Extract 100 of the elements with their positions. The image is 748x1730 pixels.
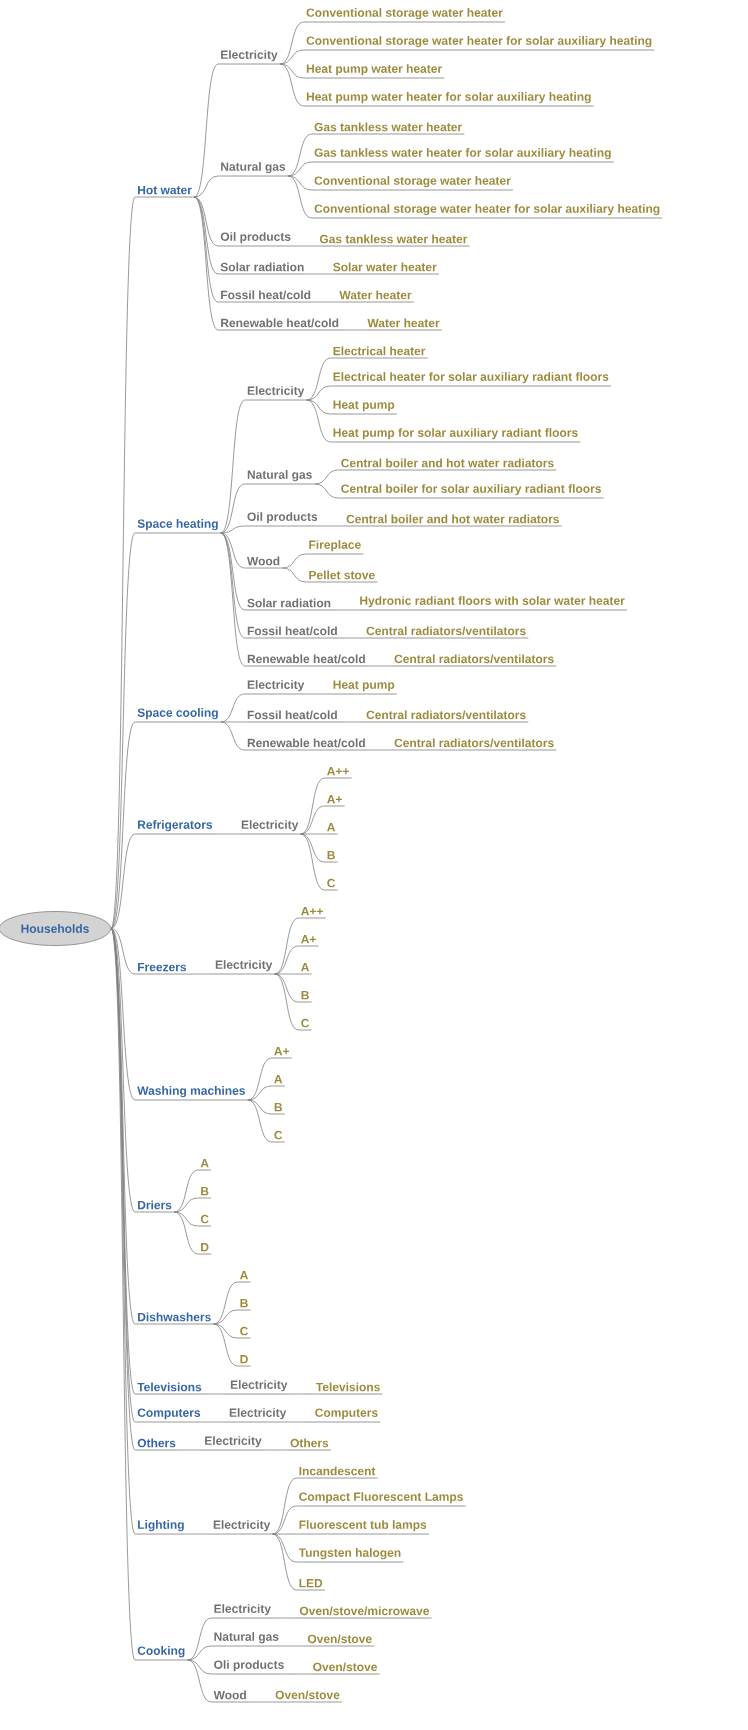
branch-line: [367, 665, 393, 667]
category-label: Hot water: [134, 185, 195, 198]
item-label: Heat pump water heater: [303, 64, 445, 79]
source-label: Natural gas: [244, 470, 315, 485]
source-label: Solar radiation: [217, 262, 307, 275]
item-label: A++: [298, 907, 327, 919]
branch-line: [272, 1533, 297, 1535]
branch-line: [110, 928, 136, 1661]
branch-line: [306, 399, 331, 443]
item-label: Compact Fluorescent Lamps: [296, 1492, 466, 1507]
item-label: Heat pump for solar auxiliary radiant floors: [330, 428, 581, 443]
source-label: Oli products: [211, 1660, 287, 1675]
branch-line: [187, 1645, 212, 1661]
item-label: A+: [324, 795, 346, 807]
item-label: Conventional storage water heater for solar auxiliary heating: [311, 204, 663, 219]
branch-line: [339, 637, 365, 639]
branch-line: [220, 721, 246, 723]
category-label: Others: [134, 1438, 179, 1451]
item-label: Oven/stove/microwave: [296, 1606, 433, 1619]
branch-line: [306, 357, 331, 401]
branch-line: [173, 1197, 199, 1213]
branch-line: [292, 245, 318, 247]
branch-line: [220, 721, 246, 751]
branch-line: [110, 928, 136, 1213]
item-label: Heat pump: [330, 680, 398, 695]
branch-line: [177, 1449, 203, 1451]
branch-line: [272, 1617, 298, 1619]
branch-line: [274, 973, 299, 1003]
source-label: Electricity: [244, 386, 307, 401]
source-label: Electricity: [201, 1436, 265, 1451]
branch-line: [280, 1645, 306, 1647]
branch-line: [274, 917, 299, 975]
branch-line: [247, 1057, 273, 1101]
item-label: Central radiators/ventilators: [363, 710, 529, 723]
branch-line: [300, 833, 325, 835]
branch-line: [202, 1421, 228, 1423]
branch-line: [300, 833, 325, 863]
branch-line: [286, 1673, 311, 1675]
branch-line: [213, 1323, 238, 1339]
branch-line: [274, 973, 299, 1031]
item-label: Conventional storage water heater for solar auxiliary heating: [303, 36, 655, 51]
source-label: Electricity: [227, 1380, 291, 1395]
branch-line: [281, 553, 307, 569]
source-label: Electricity: [244, 680, 307, 695]
branch-line: [214, 833, 240, 835]
item-label: A+: [271, 1047, 293, 1059]
branch-line: [279, 63, 305, 107]
source-label: Electricity: [226, 1408, 289, 1423]
item-label: Gas tankless water heater for solar auxiliary heating: [311, 148, 615, 163]
item-label: Hydronic radiant floors with solar water heater: [356, 596, 628, 611]
branch-line: [220, 532, 246, 569]
item-label: Water heater: [364, 318, 443, 331]
branch-line: [312, 301, 338, 303]
source-label: Wood: [211, 1690, 250, 1703]
source-label: Renewable heat/cold: [217, 318, 342, 331]
branch-line: [272, 1533, 297, 1563]
branch-line: [213, 1309, 238, 1325]
item-label: B: [271, 1103, 286, 1115]
category-label: Washing machines: [134, 1086, 249, 1101]
branch-line: [186, 1533, 212, 1535]
branch-line: [247, 1085, 273, 1101]
source-label: Electricity: [217, 50, 281, 65]
branch-line: [247, 1099, 273, 1143]
source-label: Fossil heat/cold: [217, 290, 314, 303]
item-label: A: [271, 1075, 286, 1087]
branch-line: [281, 567, 307, 583]
item-label: Electrical heater for solar auxiliary radiant floors: [330, 372, 612, 387]
item-label: Gas tankless water heater: [311, 122, 465, 135]
category-label: Space heating: [134, 519, 222, 534]
item-label: Computers: [312, 1408, 381, 1423]
item-label: C: [237, 1326, 251, 1339]
branch-line: [279, 49, 305, 65]
item-label: Central radiators/ventilators: [391, 654, 557, 667]
item-label: C: [197, 1214, 212, 1227]
item-label: B: [298, 991, 313, 1003]
source-label: Fossil heat/cold: [244, 710, 341, 723]
item-label: Oven/stove: [272, 1690, 343, 1703]
branch-line: [187, 1659, 212, 1703]
branch-line: [306, 399, 331, 415]
source-label: Renewable heat/cold: [244, 738, 369, 751]
branch-line: [367, 749, 393, 751]
source-label: Fossil heat/cold: [244, 626, 341, 639]
branch-line: [314, 469, 339, 485]
branch-line: [247, 1099, 273, 1115]
branch-line: [300, 777, 325, 835]
item-label: Tungsten halogen: [296, 1548, 404, 1563]
item-label: Central radiators/ventilators: [391, 738, 557, 751]
item-label: Central radiators/ventilators: [363, 626, 529, 639]
item-label: A: [197, 1159, 212, 1171]
branch-line: [193, 175, 219, 198]
branch-line: [287, 161, 313, 177]
branch-line: [339, 721, 365, 723]
item-label: Heat pump: [330, 400, 398, 415]
branch-line: [220, 483, 246, 534]
branch-line: [110, 721, 136, 929]
branch-line: [306, 693, 331, 695]
item-label: Conventional storage water heater: [311, 176, 514, 191]
item-label: Central boiler and hot water radiators: [343, 514, 563, 527]
branch-line: [110, 532, 136, 929]
item-label: D: [237, 1355, 251, 1367]
